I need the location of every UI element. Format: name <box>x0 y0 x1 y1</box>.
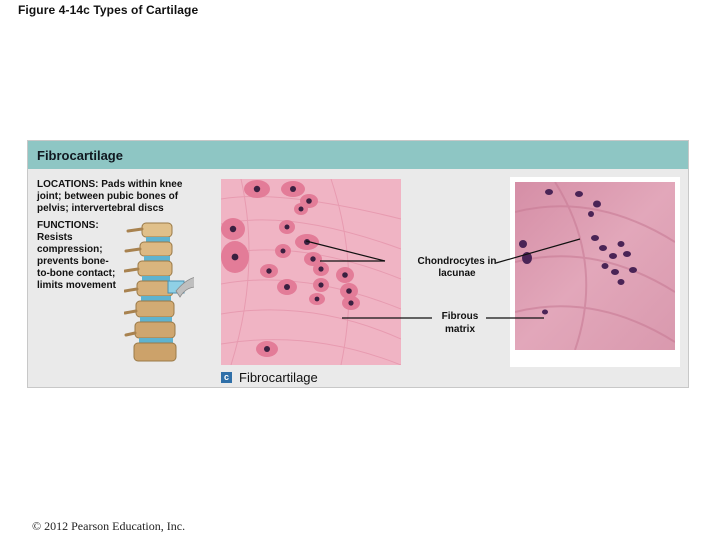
figure-caption: c Fibrocartilage <box>221 370 318 385</box>
copyright-notice: © 2012 Pearson Education, Inc. <box>32 519 186 533</box>
panel-header: Fibrocartilage <box>28 141 688 169</box>
light-micrograph-frame <box>510 177 680 367</box>
fibrous-matrix-label: Fibrous matrix <box>441 311 479 335</box>
light-micrograph <box>514 181 676 351</box>
fibrocartilage-panel: Fibrocartilage LOCATIONS: Pads within kn… <box>27 140 689 388</box>
fibrocartilage-illustration <box>221 179 401 365</box>
caption-text: Fibrocartilage <box>239 370 318 385</box>
vertebra-stack <box>124 222 185 362</box>
zoom-arrow-icon <box>175 277 194 298</box>
functions-text: FUNCTIONS: Resists compression; prevents… <box>37 220 116 291</box>
caption-letter-badge: c <box>221 372 232 383</box>
panel-header-title: Fibrocartilage <box>37 148 123 163</box>
magnification-label: LM × 400 <box>620 349 667 361</box>
vertebral-column-illustration <box>124 222 194 362</box>
locations-text: LOCATIONS: Pads within knee joint; betwe… <box>37 179 183 214</box>
figure-title: Figure 4-14c Types of Cartilage <box>18 3 199 17</box>
chondrocyte-cells <box>221 180 360 357</box>
chondrocytes-label: Chondrocytes in lacunae <box>417 256 497 279</box>
